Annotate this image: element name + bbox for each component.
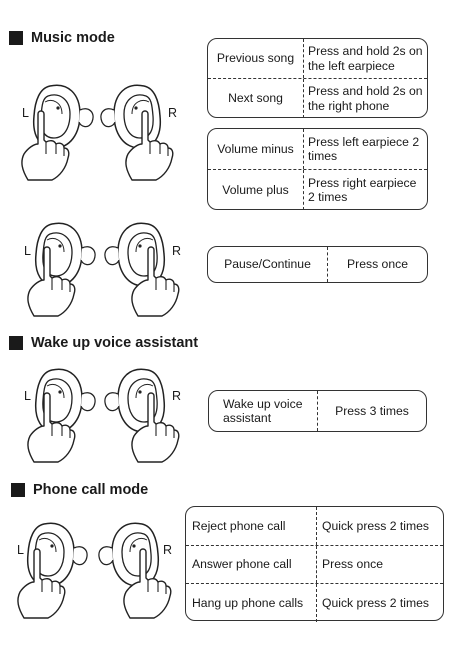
pressing-hand-icon <box>27 392 76 463</box>
gesture-cell: Press and hold 2s on the right phone <box>303 79 427 118</box>
table-row: Volume minus Press left earpiece 2 times <box>208 129 427 169</box>
right-ear-label: R <box>172 389 182 403</box>
pressing-hand-icon <box>21 110 70 181</box>
heading-square-icon <box>9 336 23 350</box>
gesture-cell: Press 3 times <box>317 391 426 431</box>
action-cell: Volume plus <box>222 182 289 197</box>
voice-assistant-title: Wake up voice assistant <box>31 335 199 351</box>
gesture-cell: Press right earpiece 2 times <box>303 170 427 210</box>
right-ear-label: R <box>168 106 178 120</box>
pressing-hand-icon <box>125 110 174 181</box>
action-cell: Previous song <box>216 51 295 66</box>
action-cell: Answer phone call <box>192 557 292 571</box>
table-row: Hang up phone calls Quick press 2 times <box>186 583 443 622</box>
left-ear-label: L <box>24 389 31 403</box>
heading-square-icon <box>9 31 23 45</box>
music-mode-title: Music mode <box>31 30 115 46</box>
table-row: Wake up voice assistant Press 3 times <box>209 391 426 431</box>
voice-assistant-heading: Wake up voice assistant <box>9 335 198 351</box>
table-row: Pause/Continue Press once <box>208 247 427 282</box>
phone-call-title: Phone call mode <box>33 482 149 498</box>
left-ear-label: L <box>22 106 29 120</box>
gesture-cell: Press once <box>316 545 443 583</box>
pressing-hand-icon <box>27 246 76 317</box>
table-row: Next song Press and hold 2s on the right… <box>208 78 427 118</box>
action-cell: Pause/Continue <box>224 257 311 272</box>
phone-call-heading: Phone call mode <box>11 482 148 498</box>
gesture-cell: Quick press 2 times <box>316 507 443 545</box>
heading-square-icon <box>11 483 25 497</box>
pressing-hand-icon <box>123 548 172 619</box>
gesture-cell: Press left earpiece 2 times <box>303 129 427 169</box>
pressing-hand-icon <box>17 548 66 619</box>
action-cell: Volume minus <box>217 141 294 156</box>
gesture-cell: Press and hold 2s on the left earpiece <box>303 39 427 78</box>
song-controls-table: Previous song Press and hold 2s on the l… <box>207 38 428 118</box>
action-cell: Wake up voice assistant <box>223 396 303 426</box>
phone-call-table: Reject phone call Quick press 2 times An… <box>185 506 444 622</box>
action-cell: Next song <box>228 91 283 106</box>
right-ear-label: R <box>172 244 182 258</box>
voice-assistant-table: Wake up voice assistant Press 3 times <box>208 390 427 432</box>
table-row: Previous song Press and hold 2s on the l… <box>208 39 427 78</box>
action-cell: Hang up phone calls <box>192 595 304 610</box>
right-ear-label: R <box>163 543 173 557</box>
table-row: Volume plus Press right earpiece 2 times <box>208 169 427 210</box>
volume-controls-table: Volume minus Press left earpiece 2 times… <box>207 128 428 210</box>
left-ear-label: L <box>24 244 31 258</box>
pause-controls-table: Pause/Continue Press once <box>207 246 428 283</box>
gesture-cell: Press once <box>327 247 427 282</box>
table-row: Reject phone call Quick press 2 times <box>186 507 443 545</box>
left-ear-label: L <box>17 543 24 557</box>
action-cell: Reject phone call <box>192 518 286 533</box>
table-row: Answer phone call Press once <box>186 544 443 583</box>
gesture-cell: Quick press 2 times <box>316 584 443 622</box>
music-mode-heading: Music mode <box>9 30 115 46</box>
